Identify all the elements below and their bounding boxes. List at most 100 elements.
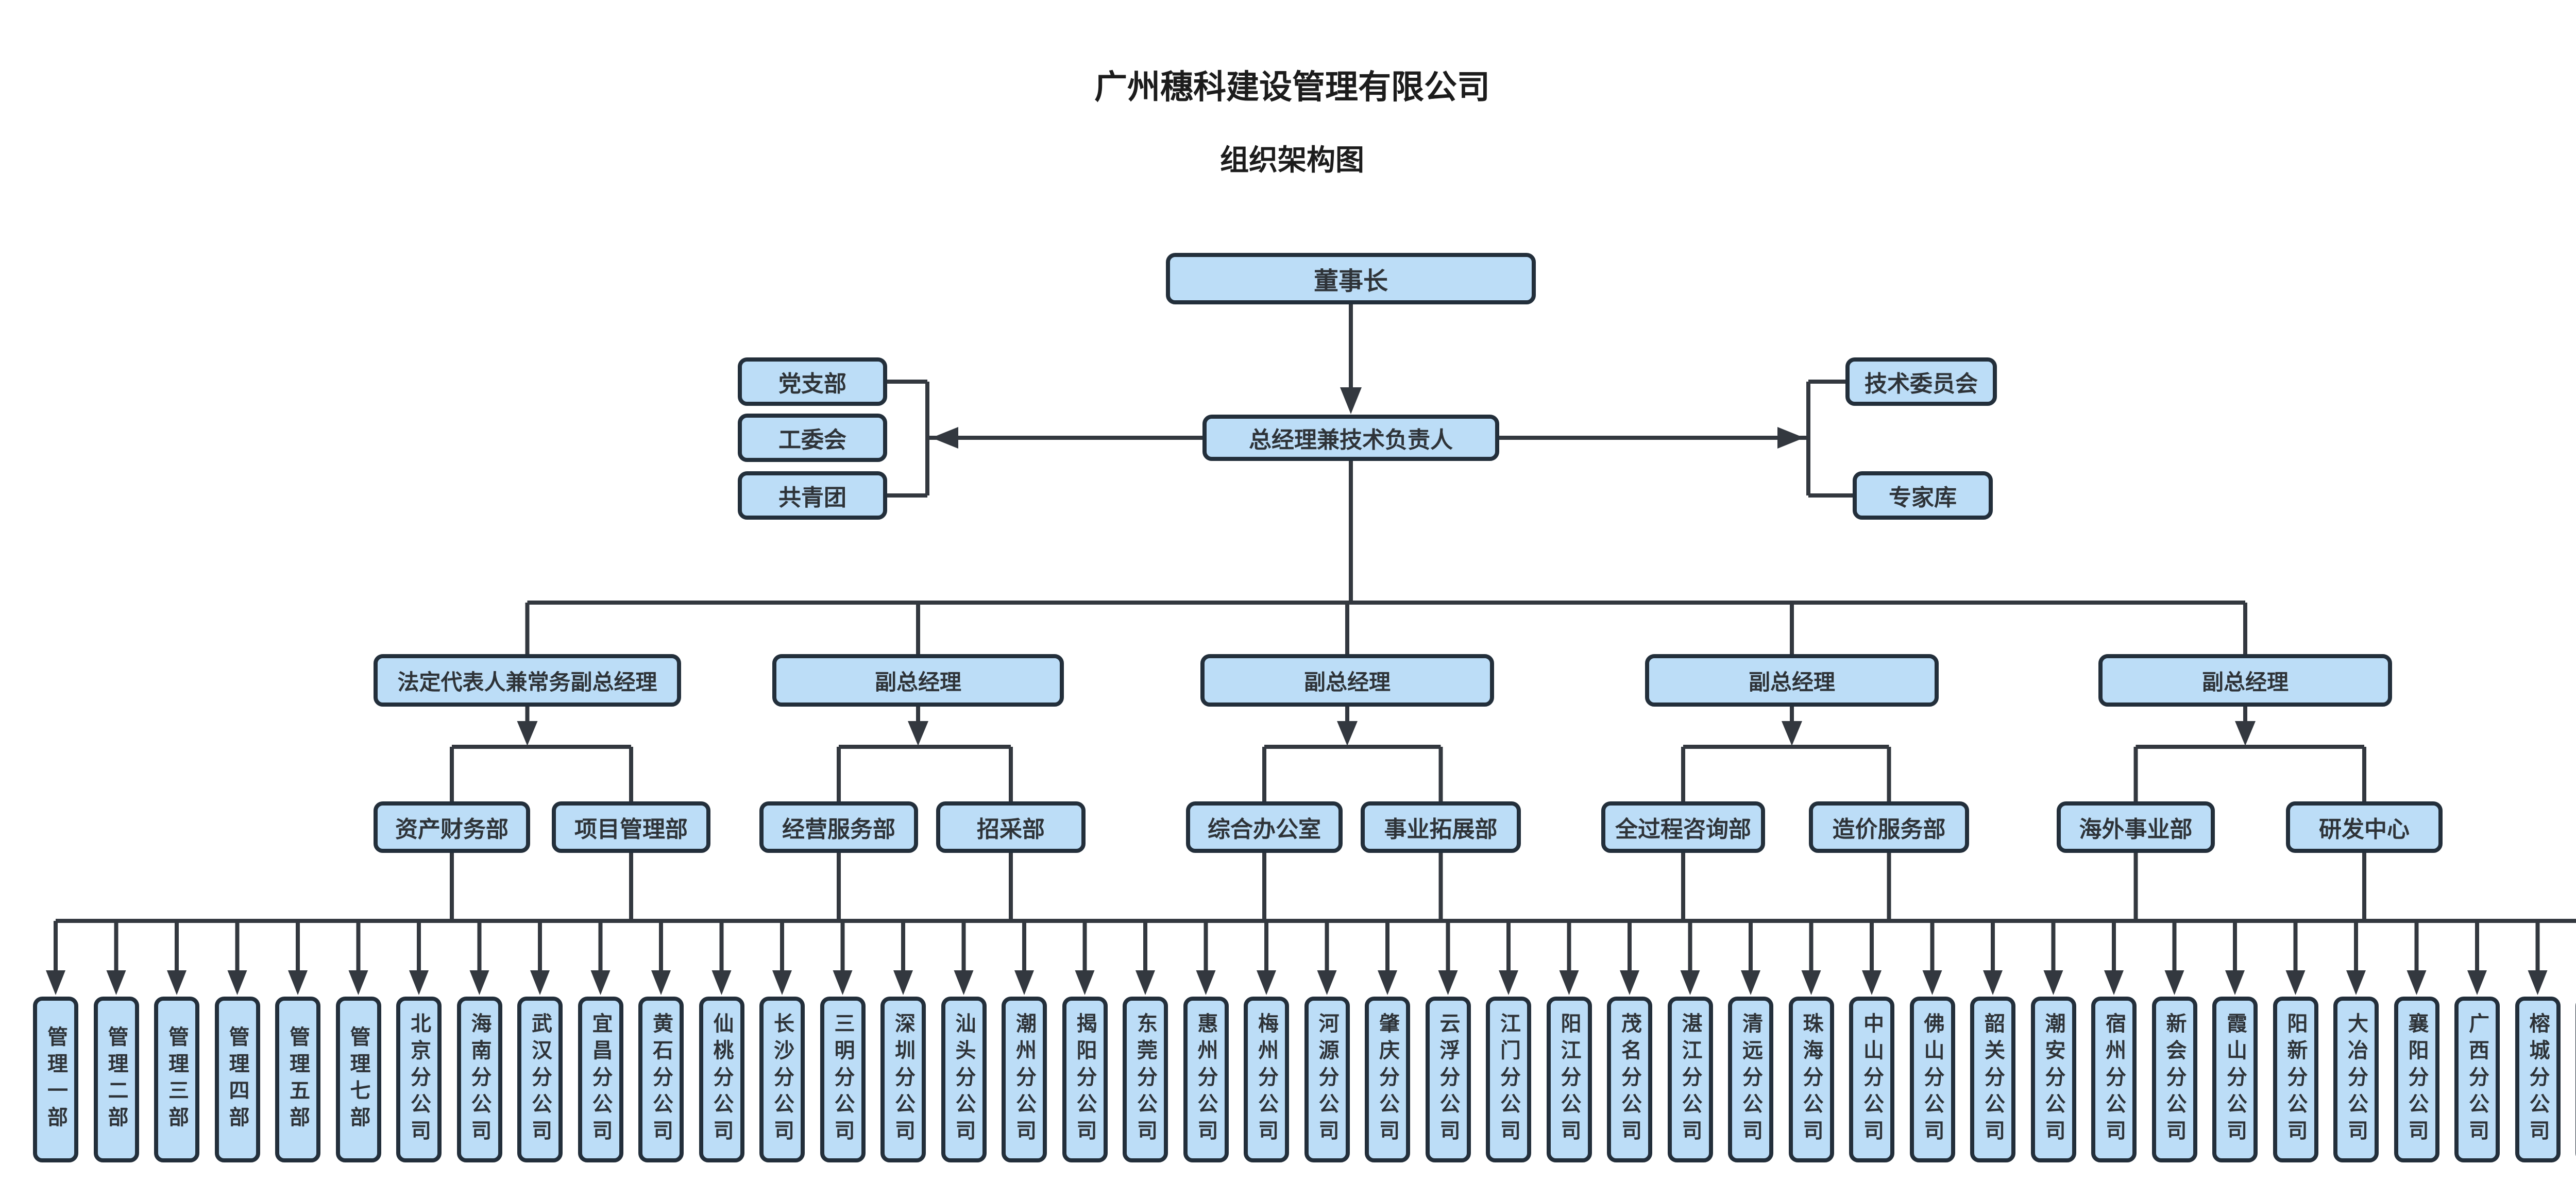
node-branch-35: 宿州分公司 <box>2091 997 2137 1162</box>
arrowhead <box>46 970 65 995</box>
node-branch-29-label: 清远分公司 <box>1739 1013 1762 1146</box>
arrowhead <box>530 970 550 995</box>
node-party-branch: 党支部 <box>738 357 887 406</box>
node-branch-25-label: 江门分公司 <box>1497 1013 1520 1146</box>
arrowhead <box>651 970 671 995</box>
node-branch-38: 阳新分公司 <box>2273 997 2318 1162</box>
node-branch-5: 管理五部 <box>275 997 320 1162</box>
node-branch-8-label: 海南分公司 <box>468 1013 491 1146</box>
node-branch-20: 惠州分公司 <box>1183 997 1229 1162</box>
node-department-4: 招采部 <box>936 801 1086 853</box>
arrowhead <box>517 721 538 746</box>
node-branch-42: 榕城分公司 <box>2515 997 2561 1162</box>
arrowhead <box>2467 970 2487 995</box>
arrowhead <box>1257 970 1276 995</box>
arrowhead <box>1438 970 1458 995</box>
node-branch-36-label: 新会分公司 <box>2163 1013 2186 1146</box>
node-expert-pool: 专家库 <box>1853 471 1993 520</box>
arrowhead <box>348 970 368 995</box>
node-branch-22-label: 河源分公司 <box>1315 1013 1338 1146</box>
node-branch-3-label: 管理三部 <box>165 1026 188 1133</box>
node-branch-40-label: 襄阳分公司 <box>2405 1013 2428 1146</box>
node-deputy-gm-2-label: 副总经理 <box>874 670 961 694</box>
node-branch-15: 深圳分公司 <box>880 997 926 1162</box>
node-branch-5-label: 管理五部 <box>286 1026 309 1133</box>
node-department-6-label: 事业拓展部 <box>1384 817 1498 842</box>
node-branch-1-label: 管理一部 <box>44 1026 67 1133</box>
node-general-manager: 总经理兼技术负责人 <box>1202 415 1499 461</box>
arrowhead <box>1340 387 1362 414</box>
arrowhead <box>2104 970 2124 995</box>
arrowhead <box>2528 970 2548 995</box>
arrowhead <box>1196 970 1216 995</box>
node-branch-7-label: 北京分公司 <box>408 1013 430 1146</box>
node-branch-9-label: 武汉分公司 <box>529 1013 551 1146</box>
node-department-7: 全过程咨询部 <box>1601 801 1765 853</box>
arrowhead <box>1862 970 1882 995</box>
node-deputy-gm-5-label: 副总经理 <box>2201 670 2289 694</box>
node-branch-24-label: 云浮分公司 <box>1436 1013 1460 1146</box>
node-branch-25: 江门分公司 <box>1486 997 1531 1162</box>
node-deputy-gm-4-label: 副总经理 <box>1748 670 1835 694</box>
node-department-9: 海外事业部 <box>2057 801 2215 853</box>
node-branch-4: 管理四部 <box>214 997 260 1162</box>
node-branch-35-label: 宿州分公司 <box>2103 1013 2125 1146</box>
arrowhead <box>1499 970 1518 995</box>
node-branch-40: 襄阳分公司 <box>2394 997 2439 1162</box>
node-branch-19-label: 东莞分公司 <box>1134 1013 1157 1146</box>
node-tech-committee: 技术委员会 <box>1845 357 1997 406</box>
arrowhead <box>1782 721 1802 746</box>
node-deputy-gm-3-label: 副总经理 <box>1303 670 1391 694</box>
node-department-1-label: 资产财务部 <box>395 817 509 842</box>
node-department-2: 项目管理部 <box>552 801 710 853</box>
arrowhead <box>2043 970 2063 995</box>
node-branch-37: 霞山分公司 <box>2212 997 2258 1162</box>
node-branch-38-label: 阳新分公司 <box>2284 1013 2307 1146</box>
node-chairman: 董事长 <box>1166 253 1536 304</box>
arrowhead <box>2346 970 2366 995</box>
node-deputy-gm-2: 副总经理 <box>772 654 1064 707</box>
arrowhead <box>2406 970 2427 995</box>
node-branch-9: 武汉分公司 <box>517 997 563 1162</box>
company-title: 广州穗科建设管理有限公司 <box>1094 68 1490 106</box>
node-branch-23-label: 肇庆分公司 <box>1376 1013 1399 1146</box>
arrowhead <box>1983 970 2003 995</box>
chart-subtitle: 组织架构图 <box>1220 144 1364 176</box>
arrowhead <box>1559 970 1579 995</box>
arrowhead <box>590 970 611 995</box>
arrowhead <box>1337 721 1358 746</box>
node-branch-14: 三明分公司 <box>820 997 866 1162</box>
node-department-3: 经营服务部 <box>759 801 918 853</box>
node-deputy-gm-1: 法定代表人兼常务副总经理 <box>374 654 681 707</box>
node-branch-15-label: 深圳分公司 <box>892 1013 914 1146</box>
arrowhead <box>1922 970 1942 995</box>
node-branch-41-label: 广西分公司 <box>2466 1013 2488 1146</box>
node-branch-30-label: 珠海分公司 <box>1800 1013 1823 1146</box>
arrowhead <box>1378 970 1397 995</box>
node-branch-39-label: 大冶分公司 <box>2345 1013 2367 1146</box>
node-branch-34: 潮安分公司 <box>2030 997 2076 1162</box>
node-branch-30: 珠海分公司 <box>1788 997 1834 1162</box>
arrowhead <box>2164 970 2184 995</box>
node-branch-18: 揭阳分公司 <box>1062 997 1108 1162</box>
arrowhead <box>288 970 308 995</box>
node-branch-13: 长沙分公司 <box>759 997 805 1162</box>
arrowhead <box>1317 970 1337 995</box>
arrowhead <box>227 970 247 995</box>
arrowhead <box>1801 970 1821 995</box>
node-branch-6: 管理七部 <box>335 997 381 1162</box>
node-deputy-gm-5: 副总经理 <box>2098 654 2392 707</box>
node-branch-14-label: 三明分公司 <box>831 1013 854 1146</box>
node-branch-7: 北京分公司 <box>396 997 442 1162</box>
arrowhead <box>833 970 853 995</box>
node-branch-27-label: 茂名分公司 <box>1618 1013 1641 1146</box>
node-department-5: 综合办公室 <box>1186 801 1343 853</box>
node-branch-2: 管理二部 <box>93 997 139 1162</box>
node-branch-16: 汕头分公司 <box>941 997 987 1162</box>
node-branch-39: 大冶分公司 <box>2333 997 2379 1162</box>
node-deputy-gm-4: 副总经理 <box>1645 654 1939 707</box>
node-branch-29: 清远分公司 <box>1728 997 1773 1162</box>
node-branch-8: 海南分公司 <box>456 997 502 1162</box>
node-branch-1: 管理一部 <box>33 997 78 1162</box>
